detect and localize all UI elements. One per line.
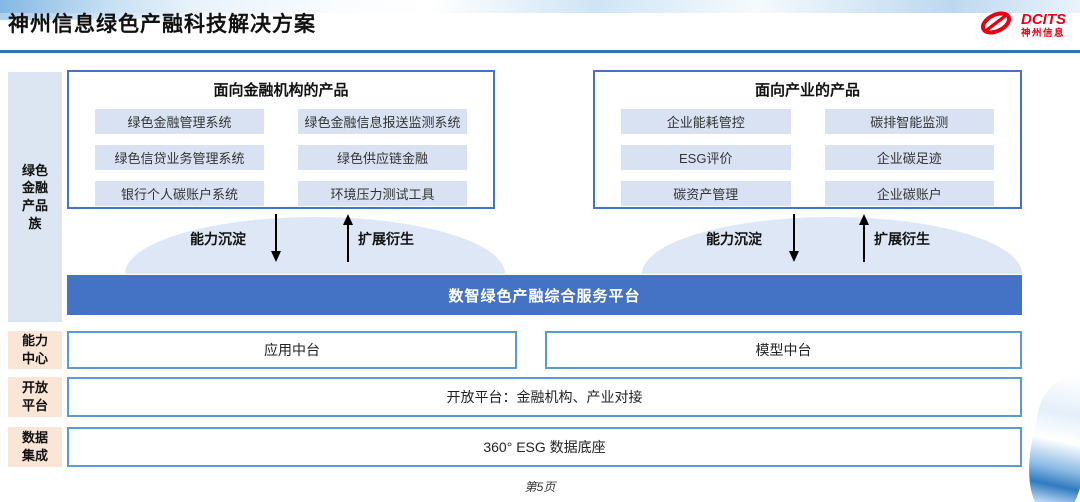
product-item: 绿色金融信息报送监测系统 — [298, 109, 467, 134]
sidebar-item-label: 开放平台 — [21, 380, 48, 413]
flow-label-capability-settle: 能力沉淀 — [190, 231, 246, 247]
dome-shape — [642, 217, 1022, 274]
product-item: 企业碳账户 — [824, 181, 994, 206]
down-arrow-icon — [270, 214, 282, 262]
product-box-title: 面向金融机构的产品 — [213, 82, 349, 99]
product-box-title: 面向产业的产品 — [754, 82, 860, 99]
sidebar-item-open-platform: 开放平台 — [8, 377, 62, 417]
model-middle-platform-box: 模型中台 — [545, 331, 1022, 369]
logo-brand: DCITS — [1021, 11, 1066, 29]
product-item: 碳排智能监测 — [824, 109, 994, 134]
sidebar-item-label: 绿色金融产品族 — [21, 162, 48, 231]
application-middle-platform-box: 应用中台 — [67, 331, 517, 369]
product-item: 银行个人碳账户系统 — [95, 181, 264, 206]
down-arrow-icon — [788, 214, 800, 262]
flow-label-expand-derive: 扩展衍生 — [874, 231, 930, 247]
platform-bar: 数智绿色产融综合服务平台 — [67, 275, 1022, 315]
sidebar-item-capability-center: 能力中心 — [8, 331, 62, 369]
dcits-logo: DCITS 神州信息 — [976, 8, 1066, 43]
dcits-swirl-icon — [976, 8, 1016, 43]
flow-label-capability-settle: 能力沉淀 — [706, 231, 762, 247]
dome-shape — [125, 217, 505, 274]
product-grid: 企业能耗管控 碳排智能监测 ESG评价 企业碳足迹 碳资产管理 企业碳账户 — [595, 100, 1020, 206]
product-item: 绿色供应链金融 — [298, 145, 467, 170]
sidebar-item-data-integration: 数据集成 — [8, 427, 62, 467]
product-item: 绿色金融管理系统 — [95, 109, 264, 134]
logo-text: DCITS 神州信息 — [1021, 12, 1066, 39]
product-item: 碳资产管理 — [621, 181, 791, 206]
page-title: 神州信息绿色产融科技解决方案 — [8, 13, 316, 36]
product-box-industry: 面向产业的产品 企业能耗管控 碳排智能监测 ESG评价 企业碳足迹 碳资产管理 … — [593, 70, 1022, 209]
product-item: 绿色信贷业务管理系统 — [95, 145, 264, 170]
esg-data-base-row: 360° ESG 数据底座 — [67, 427, 1022, 467]
logo-brand-cn: 神州信息 — [1021, 28, 1066, 40]
header-divider — [0, 50, 1080, 53]
up-arrow-icon — [858, 214, 870, 262]
sidebar-item-green-finance-product-family: 绿色金融产品族 — [8, 72, 62, 322]
product-item: 企业碳足迹 — [824, 145, 994, 170]
product-item: 环境压力测试工具 — [298, 181, 467, 206]
up-arrow-icon — [342, 214, 354, 262]
sidebar-item-label: 能力中心 — [21, 333, 48, 366]
product-grid: 绿色金融管理系统 绿色金融信息报送监测系统 绿色信贷业务管理系统 绿色供应链金融… — [69, 100, 493, 206]
open-platform-row: 开放平台：金融机构、产业对接 — [67, 377, 1022, 417]
product-item: ESG评价 — [621, 145, 791, 170]
page-number: 第5页 — [524, 480, 556, 494]
flow-label-expand-derive: 扩展衍生 — [358, 231, 414, 247]
product-item: 企业能耗管控 — [621, 109, 791, 134]
sidebar-item-label: 数据集成 — [21, 430, 48, 463]
product-box-financial-institutions: 面向金融机构的产品 绿色金融管理系统 绿色金融信息报送监测系统 绿色信贷业务管理… — [67, 70, 495, 209]
